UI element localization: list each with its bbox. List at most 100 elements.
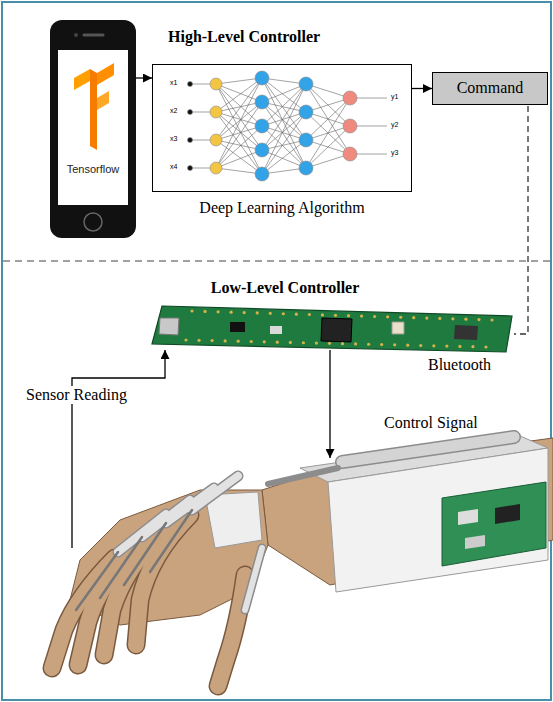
component [230,322,245,332]
header-pin [315,341,318,344]
thumb-actuator [245,548,262,610]
header-pin [256,311,259,314]
input-label: x2 [170,107,177,115]
connector-arrow [136,77,152,78]
neuron [299,77,313,91]
piston-rod [268,468,338,484]
signal-label: Sensor Reading [24,386,129,404]
neuron [210,162,222,174]
finger-actuators [76,476,262,610]
tensorflow-logo [74,69,90,90]
neuron [210,134,222,146]
output-label: y3 [391,149,398,157]
neuron [188,82,193,87]
neuron [255,167,269,181]
tensorflow-logo [97,91,109,110]
neuron [343,119,357,133]
neuron [299,161,313,175]
header-pin [438,317,441,320]
header-pin [380,343,383,346]
header-pin [308,313,311,316]
phone-screen [58,50,128,205]
header-pin [477,318,480,321]
tensorflow-logo [90,69,97,150]
header-pin [399,316,402,319]
housing [328,448,548,592]
neuron [188,138,193,143]
synapse-line [216,78,262,112]
header-pin [406,344,409,347]
header-pin [203,310,206,313]
input-label: x3 [170,135,177,143]
mcu-chip [321,318,352,342]
connector-arrow [412,88,432,89]
synapse-line [216,126,262,168]
header-pin [367,343,370,346]
header-pin [269,312,272,315]
synapse-line [216,150,262,168]
phone-speaker [84,34,103,37]
phone-graphic [50,20,136,238]
synapse-line [357,126,387,127]
housing-pcb [442,482,546,566]
header-pin [276,341,279,344]
component [270,326,282,334]
header-pin [282,312,285,315]
input-label: x1 [170,79,177,87]
phone-camera [74,33,78,37]
thumb-outline [218,575,245,686]
header-pin [412,316,415,319]
smartphone: Tensorflow [50,20,136,238]
synapse-line [306,84,350,154]
finger [52,558,115,668]
header-pin [445,344,448,347]
synapse-line [216,84,262,150]
neuron [299,105,313,119]
component [465,535,485,549]
neural-network-box: Deep Learning Algorithm [152,64,412,192]
wrist-actuator-outline [342,437,514,462]
neuron [255,95,269,109]
header-pin [458,345,461,348]
synapse-line [262,112,306,150]
synapse-line [306,98,350,168]
linkage [150,510,192,572]
synapse-line [216,78,262,168]
header-pin [354,342,357,345]
header-pin [341,342,344,345]
neuron [255,143,269,157]
header-pin [237,340,240,343]
control-signal-arrow [329,350,330,458]
synapse-line [357,154,387,155]
synapse-line [357,98,387,99]
header-pin [464,318,467,321]
output-label: y2 [391,121,398,129]
output-label: y1 [391,93,398,101]
synapse-line [216,84,262,126]
header-pin [347,314,350,317]
header-pin [190,309,193,312]
synapse-line [216,102,262,140]
actuator [192,476,238,510]
header-pin [334,314,337,317]
header-pin [197,339,200,342]
usb-port [159,318,179,335]
header-pin [224,339,227,342]
synapse-line [306,98,350,140]
header-pin [263,340,266,343]
microcontroller-board [152,306,512,352]
synapse-line [216,84,262,174]
section-title: High-Level Controller [168,28,320,46]
neuron [188,166,193,171]
bluetooth-chip [454,325,478,340]
home-button [84,213,102,231]
neuron [210,78,222,90]
header-pin [321,313,324,316]
neuron [343,147,357,161]
synapse-line [306,126,350,168]
header-pin [386,315,389,318]
thumb [218,575,245,686]
